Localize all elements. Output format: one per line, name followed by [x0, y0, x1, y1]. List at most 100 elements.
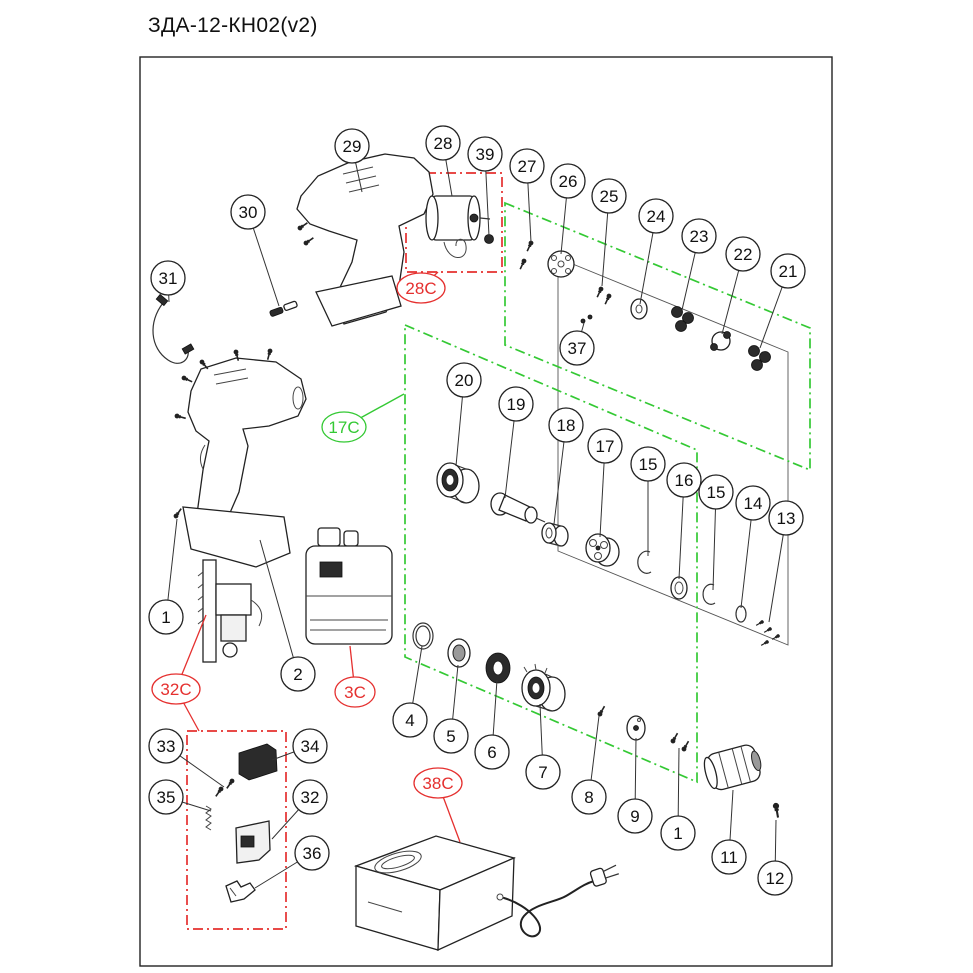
gear-set-21	[748, 345, 771, 371]
gear-set-23	[671, 306, 694, 332]
callout-37-label: 37	[568, 339, 587, 358]
callout-26: 26	[550, 163, 586, 199]
callout-6-label: 6	[487, 743, 496, 762]
callout-13-label: 13	[777, 509, 796, 528]
callout-4-label: 4	[405, 711, 414, 730]
end-plate-26	[547, 250, 575, 278]
callout-23-label: 23	[690, 227, 709, 246]
snap-ring-15b	[702, 583, 716, 605]
callout-18-label: 18	[557, 416, 576, 435]
callout-35-label: 35	[157, 788, 176, 807]
snap-ring-15a	[637, 550, 652, 574]
callout-22-label: 22	[734, 245, 753, 264]
callout-25: 25	[591, 178, 627, 214]
wire-lead-31	[152, 293, 195, 364]
callout-1-b-label: 1	[673, 824, 682, 843]
callout-7: 7	[525, 754, 561, 790]
charger	[353, 835, 619, 952]
switch-block-34	[238, 743, 278, 781]
callout-39-label: 39	[476, 145, 495, 164]
callout-15-a: 15	[630, 446, 666, 482]
callout-7-label: 7	[538, 763, 547, 782]
callout-5-label: 5	[446, 727, 455, 746]
callout-9-label: 9	[630, 807, 639, 826]
callout-3c-label: 3C	[344, 683, 366, 702]
washer-9	[626, 715, 646, 741]
callout-28c-label: 28C	[405, 279, 436, 298]
parts-layer	[152, 153, 783, 952]
diagram-border	[139, 56, 833, 967]
callout-18: 18	[548, 407, 584, 443]
bearing-ring-16	[670, 576, 688, 600]
screws-25	[594, 285, 613, 306]
callout-29: 29	[334, 128, 370, 164]
callout-17c: 17C	[321, 411, 367, 443]
callout-26-label: 26	[559, 172, 578, 191]
callout-31: 31	[150, 260, 186, 296]
callout-32c: 32C	[151, 673, 201, 705]
callout-14-label: 14	[744, 494, 763, 513]
callout-20: 20	[446, 362, 482, 398]
callout-3c: 3C	[334, 676, 376, 708]
clutch-ring-7	[521, 663, 566, 712]
callout-17: 17	[587, 428, 623, 464]
callout-32: 32	[292, 779, 328, 815]
callout-25-label: 25	[600, 187, 619, 206]
callout-27-label: 27	[518, 157, 537, 176]
callout-15-b: 15	[698, 474, 734, 510]
callout-5: 5	[433, 718, 469, 754]
screws-1b	[668, 731, 692, 754]
callout-38c: 38C	[413, 767, 463, 799]
callout-21-label: 21	[779, 262, 798, 281]
callout-13: 13	[768, 500, 804, 536]
callout-2: 2	[280, 656, 316, 692]
bracket-36	[225, 880, 256, 903]
callout-9: 9	[617, 798, 653, 834]
washer-24	[630, 298, 648, 320]
bearing-6	[485, 652, 511, 684]
gear-plate-22	[710, 331, 731, 351]
callout-8: 8	[571, 779, 607, 815]
callout-22: 22	[725, 236, 761, 272]
callout-15-a-label: 15	[639, 455, 658, 474]
callout-34-label: 34	[301, 737, 320, 756]
callout-32c-label: 32C	[160, 680, 191, 699]
contact-parts-33	[213, 776, 237, 799]
screw-8	[595, 704, 608, 719]
callout-12-label: 12	[766, 869, 785, 888]
callout-1-a: 1	[148, 599, 184, 635]
switch-body-32	[235, 820, 271, 864]
red-group-32c	[186, 730, 287, 930]
chuck-11	[703, 744, 762, 791]
power-plug	[589, 864, 619, 887]
callout-24: 24	[638, 198, 674, 234]
callout-8-label: 8	[584, 788, 593, 807]
callout-1-b: 1	[660, 815, 696, 851]
callout-29-label: 29	[343, 137, 362, 156]
green-group-upper-17c	[504, 201, 811, 472]
gear-shaft-19	[490, 492, 546, 524]
callout-20-label: 20	[455, 371, 474, 390]
callout-12: 12	[757, 860, 793, 896]
callout-36: 36	[294, 835, 330, 871]
callout-1-a-label: 1	[161, 608, 170, 627]
green-group-lower-17c	[404, 323, 698, 784]
callout-19-label: 19	[507, 395, 526, 414]
callout-15-b-label: 15	[707, 483, 726, 502]
planet-carrier-17	[585, 533, 620, 567]
callout-11-label: 11	[720, 848, 738, 867]
subassembly-outline	[557, 257, 789, 646]
callout-14: 14	[735, 485, 771, 521]
spring-35	[205, 805, 212, 831]
switch-assembly	[197, 559, 263, 663]
spacer-18	[541, 522, 569, 547]
callout-30-label: 30	[239, 203, 258, 222]
group-boxes	[186, 172, 811, 930]
callout-31-label: 31	[159, 269, 178, 288]
callout-34: 34	[292, 728, 328, 764]
callout-2-label: 2	[293, 665, 302, 684]
callout-19: 19	[498, 386, 534, 422]
callout-17c-label: 17C	[328, 418, 359, 437]
callout-28: 28	[425, 125, 461, 161]
